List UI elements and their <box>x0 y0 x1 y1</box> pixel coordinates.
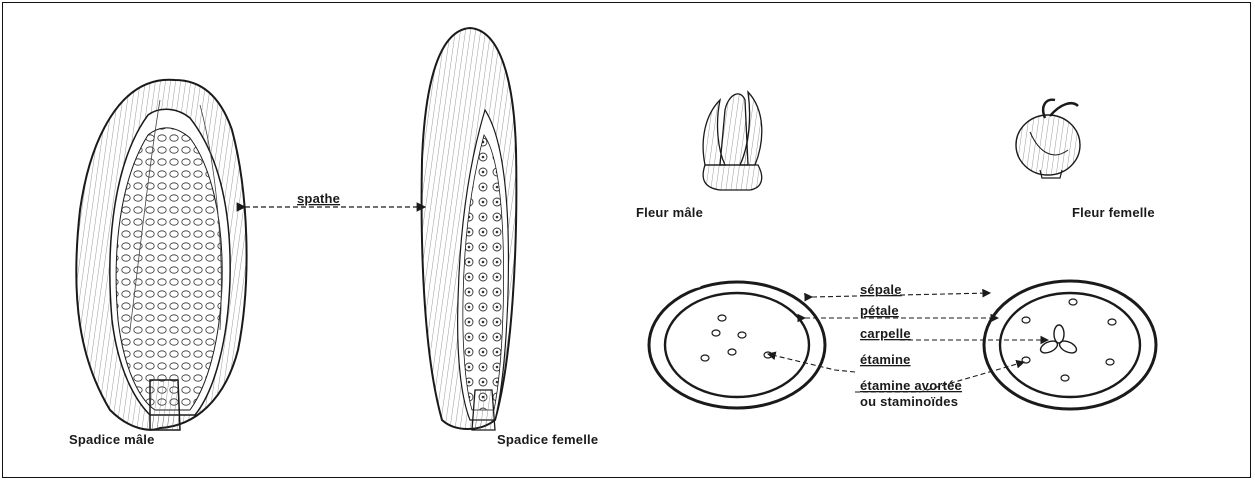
floral-diagram-male <box>649 282 825 408</box>
label-etamine: étamine <box>860 352 911 367</box>
label-spadice-male: Spadice mâle <box>69 432 155 447</box>
label-spathe: spathe <box>297 191 340 206</box>
label-fleur-femelle: Fleur femelle <box>1072 205 1155 220</box>
label-etamine-avortee: étamine avortée <box>860 378 962 393</box>
label-carpelle: carpelle <box>860 326 911 341</box>
label-fleur-male: Fleur mâle <box>636 205 703 220</box>
fleur-male-drawing <box>703 92 762 190</box>
label-petale: pétale <box>860 303 899 318</box>
label-staminoides: ou staminoïdes <box>860 394 958 409</box>
fleur-femelle-drawing <box>1016 100 1080 178</box>
label-spadice-femelle: Spadice femelle <box>497 432 598 447</box>
label-sepale: sépale <box>860 282 902 297</box>
spadice-femelle-drawing <box>422 28 517 430</box>
floral-diagram-female <box>984 281 1156 409</box>
spadice-male-drawing <box>76 80 246 430</box>
